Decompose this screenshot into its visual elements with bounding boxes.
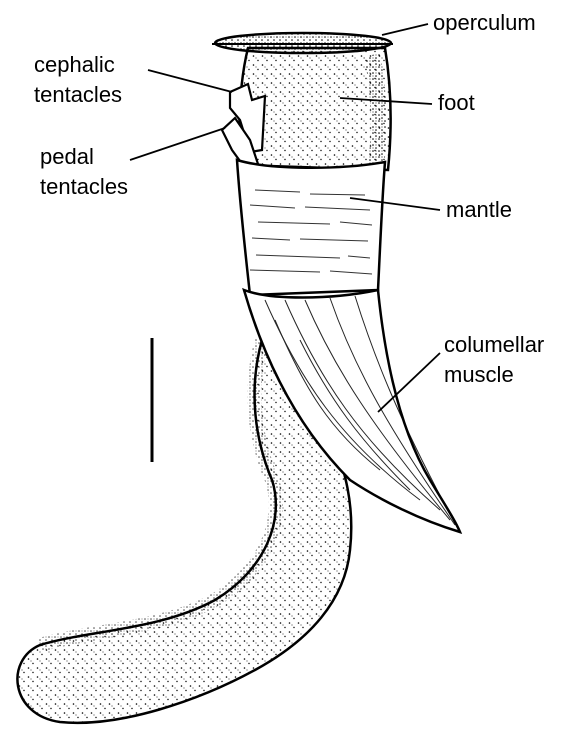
label-columellar-muscle-line2: muscle [444, 362, 514, 388]
mantle-shape [237, 160, 385, 295]
label-cephalic-tentacles-line1: cephalic [34, 52, 115, 78]
label-columellar-muscle-line1: columellar [444, 332, 544, 358]
label-foot: foot [438, 90, 475, 116]
label-pedal-tentacles-line2: tentacles [40, 174, 128, 200]
label-pedal-tentacles-line1: pedal [40, 144, 94, 170]
label-operculum: operculum [433, 10, 536, 36]
label-cephalic-tentacles-line2: tentacles [34, 82, 122, 108]
label-mantle: mantle [446, 197, 512, 223]
